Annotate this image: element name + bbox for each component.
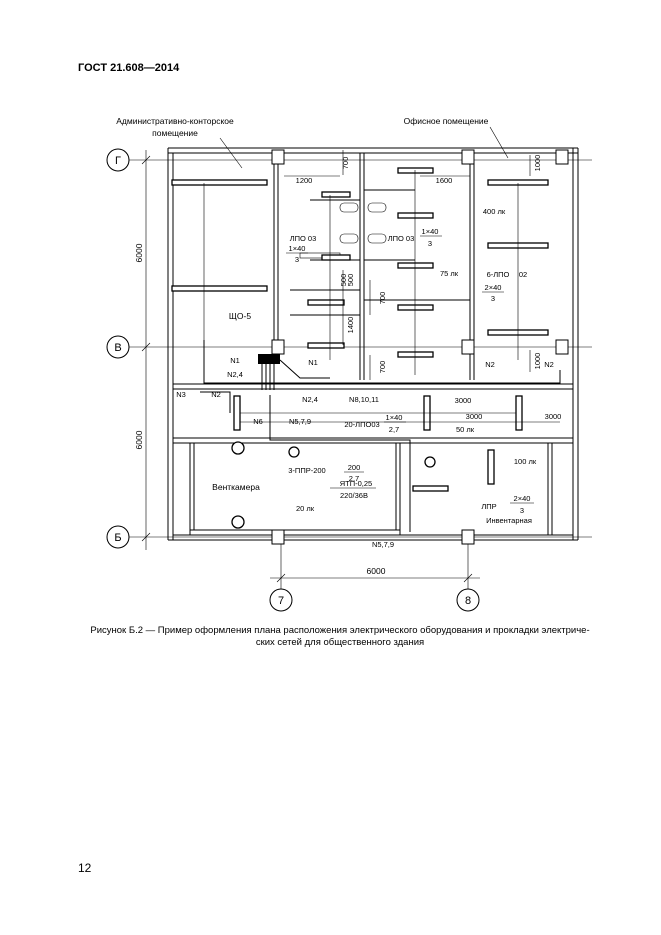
building-walls: [167, 147, 579, 541]
ppr-label: 3-ППР-200: [288, 466, 325, 475]
dim-1000-right: 1000: [533, 353, 542, 370]
luminaires-admin: [171, 179, 268, 340]
room-vent-label: Венткамера: [212, 482, 260, 492]
dim-1600: 1600: [436, 176, 453, 185]
bottom-dimension-line: [270, 573, 480, 583]
room-office-label: Офисное помещение: [404, 116, 489, 126]
n1-b: N1: [308, 358, 318, 367]
panel-feeders: [200, 340, 561, 532]
lpr-num: 2×40: [514, 494, 531, 503]
dim-500-b: 500: [346, 274, 355, 287]
room-admin-label-2: помещение: [152, 128, 198, 138]
lpo-right-num: 2×40: [485, 283, 502, 292]
lux-75: 75 лк: [440, 269, 459, 278]
lux-50: 50 лк: [456, 425, 475, 434]
luminaires-corridor: [233, 395, 523, 431]
left-dimension-line: [141, 150, 151, 550]
corridor-lamp-num: 1×40: [386, 413, 403, 422]
caption-line-2: ских сетей для общественного здания: [255, 637, 425, 648]
page-number: 12: [78, 861, 92, 875]
n6: N6: [253, 417, 263, 426]
luminaires-office: [487, 179, 549, 360]
n2-b: N2: [544, 360, 554, 369]
svg-text:7: 7: [278, 595, 284, 607]
dim-1000-top: 1000: [533, 155, 542, 172]
dim-6000-top: 6000: [134, 243, 144, 262]
dim-3000-b: 3000: [455, 396, 472, 405]
luminaires-toilets: [307, 167, 434, 375]
axis-marker-7: 7: [269, 588, 293, 612]
dim-6000-bottom: 6000: [367, 566, 386, 576]
lux-20: 20 лк: [296, 504, 315, 513]
n5-7-9-b: N5,7,9: [372, 540, 394, 549]
leader-office: [489, 126, 509, 159]
leader-admin: [219, 137, 243, 169]
columns: [271, 149, 569, 545]
lpo-right-code: 02: [519, 270, 527, 279]
svg-text:В: В: [114, 342, 121, 354]
ytp-label: ЯТП-0,25: [340, 479, 372, 488]
n2-a: N2: [485, 360, 495, 369]
lpo-left-label: ЛПО 03: [290, 234, 317, 243]
lux-100: 100 лк: [514, 457, 537, 466]
lpo-right-label: 6-ЛПО: [487, 270, 510, 279]
dim-1200: 1200: [296, 176, 313, 185]
lpr-label: ЛПР: [481, 502, 496, 511]
corridor-lamp-label: 20-ЛПО03: [344, 420, 379, 429]
svg-text:Б: Б: [114, 532, 121, 544]
corridor-lamp-den: 2,7: [389, 425, 399, 434]
panel-scho-label: ЩО-5: [229, 311, 251, 321]
panel-scho-symbol: [258, 354, 280, 364]
dim-700-b: 700: [378, 292, 387, 305]
n5-7-9-a: N5,7,9: [289, 417, 311, 426]
room-admin-label-1: Административно-конторское: [116, 116, 234, 126]
room-inventory-label: Инвентарная: [486, 516, 532, 525]
n3: N3: [176, 390, 186, 399]
lux-400: 400 лк: [483, 207, 506, 216]
luminaires-lower: [231, 441, 495, 529]
ppr-den: 2,7: [349, 474, 359, 483]
n2-c: N2: [211, 390, 221, 399]
dim-6000-mid: 6000: [134, 430, 144, 449]
axis-marker-v: В: [106, 335, 130, 359]
dim-3000-c: 3000: [545, 412, 562, 421]
axis-marker-g: Г: [106, 148, 130, 172]
svg-text:Г: Г: [115, 155, 121, 167]
plumbing-fixtures: [299, 202, 387, 259]
axis-marker-b: Б: [106, 525, 130, 549]
n1-a: N1: [230, 356, 240, 365]
dim-700-c: 700: [378, 361, 387, 374]
dim-1400: 1400: [346, 317, 355, 334]
interior-dimensions: [240, 150, 560, 423]
ytp-voltage: 220/36В: [340, 491, 368, 500]
lpo-mid-num: 1×40: [422, 227, 439, 236]
lpo-left-num: 1×40: [289, 244, 306, 253]
document-header: ГОСТ 21.608—2014: [78, 62, 180, 74]
dim-500-a: 500: [339, 274, 348, 287]
lpo-mid-label: ЛПО 03: [388, 234, 415, 243]
dim-3000-a: 3000: [466, 412, 483, 421]
lpo-right-den: 3: [491, 294, 495, 303]
ppr-num: 200: [348, 463, 361, 472]
lpo-left-den: 3: [295, 255, 299, 264]
svg-text:8: 8: [465, 595, 471, 607]
axis-marker-8: 8: [456, 588, 480, 612]
dim-700-a: 700: [341, 157, 350, 170]
n2-4-a: N2,4: [227, 370, 243, 379]
n2-4-b: N2,4: [302, 395, 318, 404]
n8-10-11: N8,10,11: [349, 395, 379, 404]
figure-caption: Рисунок Б.2 — Пример оформления плана ра…: [70, 625, 610, 649]
lpo-mid-den: 3: [428, 239, 432, 248]
caption-line-1: Рисунок Б.2 — Пример оформления плана ра…: [90, 625, 590, 636]
lpr-den: 3: [520, 506, 524, 515]
